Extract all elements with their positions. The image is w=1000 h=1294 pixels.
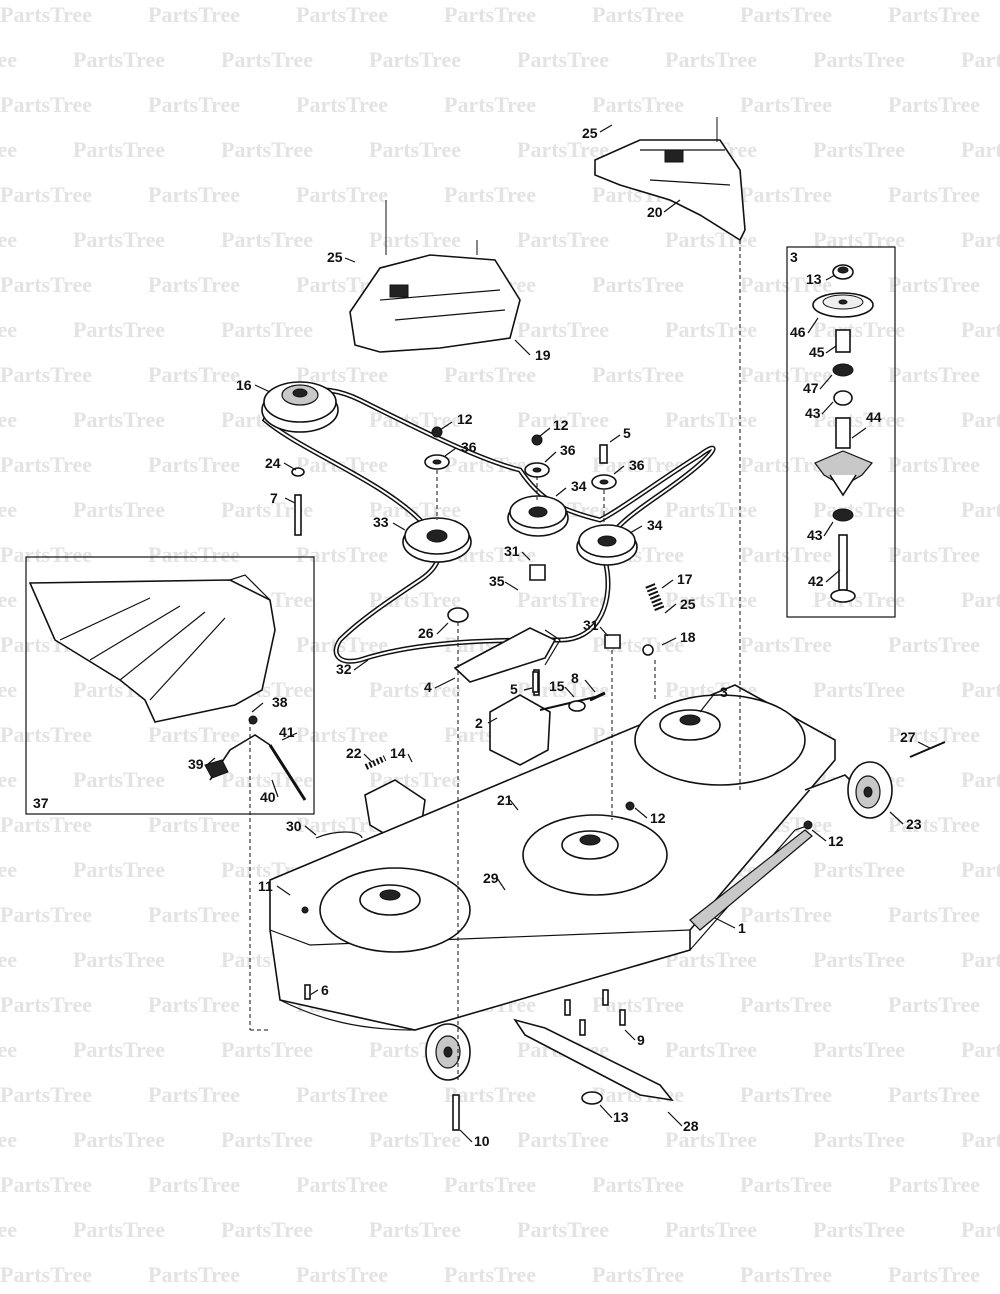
callout: 43 [807, 527, 823, 543]
leader-lines [207, 124, 931, 1143]
misc-bolts [301, 644, 813, 1000]
callout: 8 [571, 670, 579, 686]
callout: 29 [483, 870, 499, 886]
callout: 17 [677, 571, 693, 587]
callout: 31 [583, 617, 599, 633]
idler-pulley-34b [576, 524, 638, 566]
callout: 14 [390, 745, 406, 761]
callout: 34 [571, 478, 587, 494]
callout: 21 [497, 792, 513, 808]
spindle-assembly-inset [786, 246, 896, 618]
callout: 15 [549, 678, 565, 694]
callout: 38 [272, 694, 288, 710]
callout: 5 [623, 425, 631, 441]
callout: 46 [790, 324, 806, 340]
callout: 1 [738, 920, 746, 936]
callout: 20 [647, 204, 663, 220]
callout: 2 [475, 715, 483, 731]
callout: 3 [790, 249, 798, 265]
callout: 12 [457, 411, 473, 427]
belt-cover-right [594, 117, 746, 242]
callout: 16 [236, 377, 252, 393]
callout: 5 [510, 681, 518, 697]
callout: 18 [680, 629, 696, 645]
callout: 13 [806, 271, 822, 287]
callout: 12 [828, 833, 844, 849]
idler-arm [453, 627, 561, 683]
callout: 32 [336, 661, 352, 677]
callout: 23 [906, 816, 922, 832]
callout: 31 [504, 543, 520, 559]
callout: 24 [265, 455, 281, 471]
mower-blade [513, 989, 674, 1105]
callout: 30 [286, 818, 302, 834]
callout: 34 [647, 517, 663, 533]
callout: 47 [803, 380, 819, 396]
pto-clutch [261, 381, 339, 433]
callout: 45 [809, 344, 825, 360]
callout: 4 [424, 679, 432, 695]
callout: 28 [683, 1118, 699, 1134]
callout: 19 [535, 347, 551, 363]
callout: 6 [321, 982, 329, 998]
callout: 3 [720, 684, 728, 700]
callout: 33 [373, 514, 389, 530]
washers-and-nuts [291, 426, 621, 649]
discharge-chute-inset [25, 556, 315, 815]
reference-lines [249, 240, 741, 1080]
callout: 44 [866, 409, 882, 425]
callout: 40 [260, 789, 276, 805]
callout: 13 [613, 1109, 629, 1125]
callout: 36 [629, 457, 645, 473]
mower-deck [269, 684, 836, 1031]
callout: 36 [560, 442, 576, 458]
callout: 10 [474, 1133, 490, 1149]
gauge-wheel-right [804, 741, 946, 819]
callout: 25 [327, 249, 343, 265]
idler-pulley-33 [402, 517, 472, 563]
callout: 42 [808, 573, 824, 589]
callout: 25 [680, 596, 696, 612]
callout: 37 [33, 795, 49, 811]
callout: 27 [900, 729, 916, 745]
callout-labels: 25 20 25 19 16 12 36 12 36 5 36 24 7 34 … [33, 125, 922, 1149]
callout: 12 [553, 417, 569, 433]
callout: 11 [258, 878, 273, 894]
belt-cover-left [349, 200, 521, 353]
callout: 26 [418, 625, 434, 641]
idler-pulley-34a [507, 495, 569, 537]
gauge-wheel-front [425, 1023, 471, 1131]
callout: 35 [489, 573, 505, 589]
deck-belt [261, 387, 716, 664]
callout: 25 [582, 125, 598, 141]
callout: 9 [637, 1032, 645, 1048]
callout: 22 [346, 745, 362, 761]
callout: 39 [188, 756, 204, 772]
callout: 43 [805, 405, 821, 421]
callout: 12 [650, 810, 666, 826]
callout: 36 [461, 439, 477, 455]
callout: 7 [270, 490, 278, 506]
